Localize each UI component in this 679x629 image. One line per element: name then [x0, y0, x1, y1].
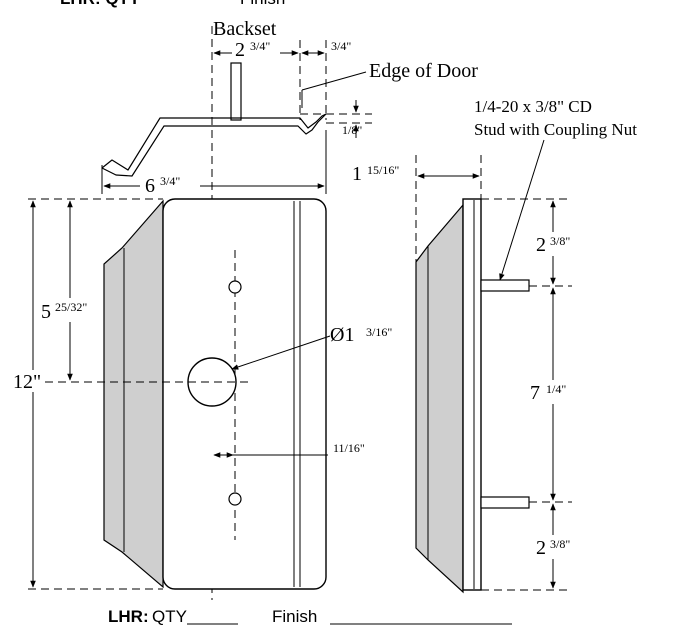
center-frac: 25/32": [55, 300, 87, 314]
front-plate: [162, 198, 327, 590]
top-stud: [230, 62, 242, 121]
stud-spacing-frac: 1/4": [546, 382, 566, 396]
depth-frac-label: 1/8": [342, 123, 362, 137]
height-label: 12": [13, 371, 41, 393]
top-gap-frac: 3/8": [550, 234, 570, 248]
width-frac: 3/4": [160, 174, 180, 188]
side-taper: [415, 203, 464, 594]
bottom-gap-frac: 3/8": [550, 537, 570, 551]
side-view: 1 15/16" 1/4-20 x 3/8" CD Stud with Coup…: [352, 97, 637, 594]
front-view: Ø1 3/16" 11/16" 12" 5 25/32": [10, 198, 392, 590]
order-form: LHR: QTY Finish: [108, 607, 512, 626]
backset-label: Backset: [213, 18, 277, 40]
top-form-finish: Finish: [240, 0, 285, 8]
hole-offset-label: 11/16": [333, 441, 365, 455]
center-whole: 5: [41, 301, 51, 323]
lower-stud: [480, 496, 530, 509]
side-depth-whole: 1: [352, 163, 362, 185]
hole-dia-label: Ø1: [330, 324, 354, 346]
bottom-screw-hole: [228, 492, 242, 506]
width-whole: 6: [145, 175, 155, 197]
side-depth-frac: 15/16": [367, 163, 399, 177]
backset-frac: 3/4": [250, 39, 270, 53]
top-screw-hole: [228, 280, 242, 294]
edge-of-door-label: Edge of Door: [369, 60, 478, 82]
top-view: Backset 2 3/4" 3/4" Edge of Door 1/8" 6 …: [101, 18, 478, 600]
top-form-label: LHR: QTY: [60, 0, 141, 8]
finish-label: Finish: [272, 607, 317, 626]
bottom-gap-whole: 2: [536, 537, 546, 559]
hole-dia-frac: 3/16": [366, 325, 392, 339]
bracket-profile: [101, 113, 327, 177]
front-taper: [103, 199, 164, 589]
lhr-label: LHR:: [108, 607, 149, 626]
qty-label: QTY: [152, 607, 187, 626]
stud-spacing-whole: 7: [530, 382, 540, 404]
edge-offset-label: 3/4": [331, 39, 351, 53]
stud-line1: 1/4-20 x 3/8" CD: [474, 97, 592, 116]
backset-whole: 2: [235, 39, 245, 61]
upper-stud: [480, 279, 530, 292]
side-plate: [462, 198, 482, 591]
top-gap-whole: 2: [536, 234, 546, 256]
stud-line2: Stud with Coupling Nut: [474, 120, 637, 139]
